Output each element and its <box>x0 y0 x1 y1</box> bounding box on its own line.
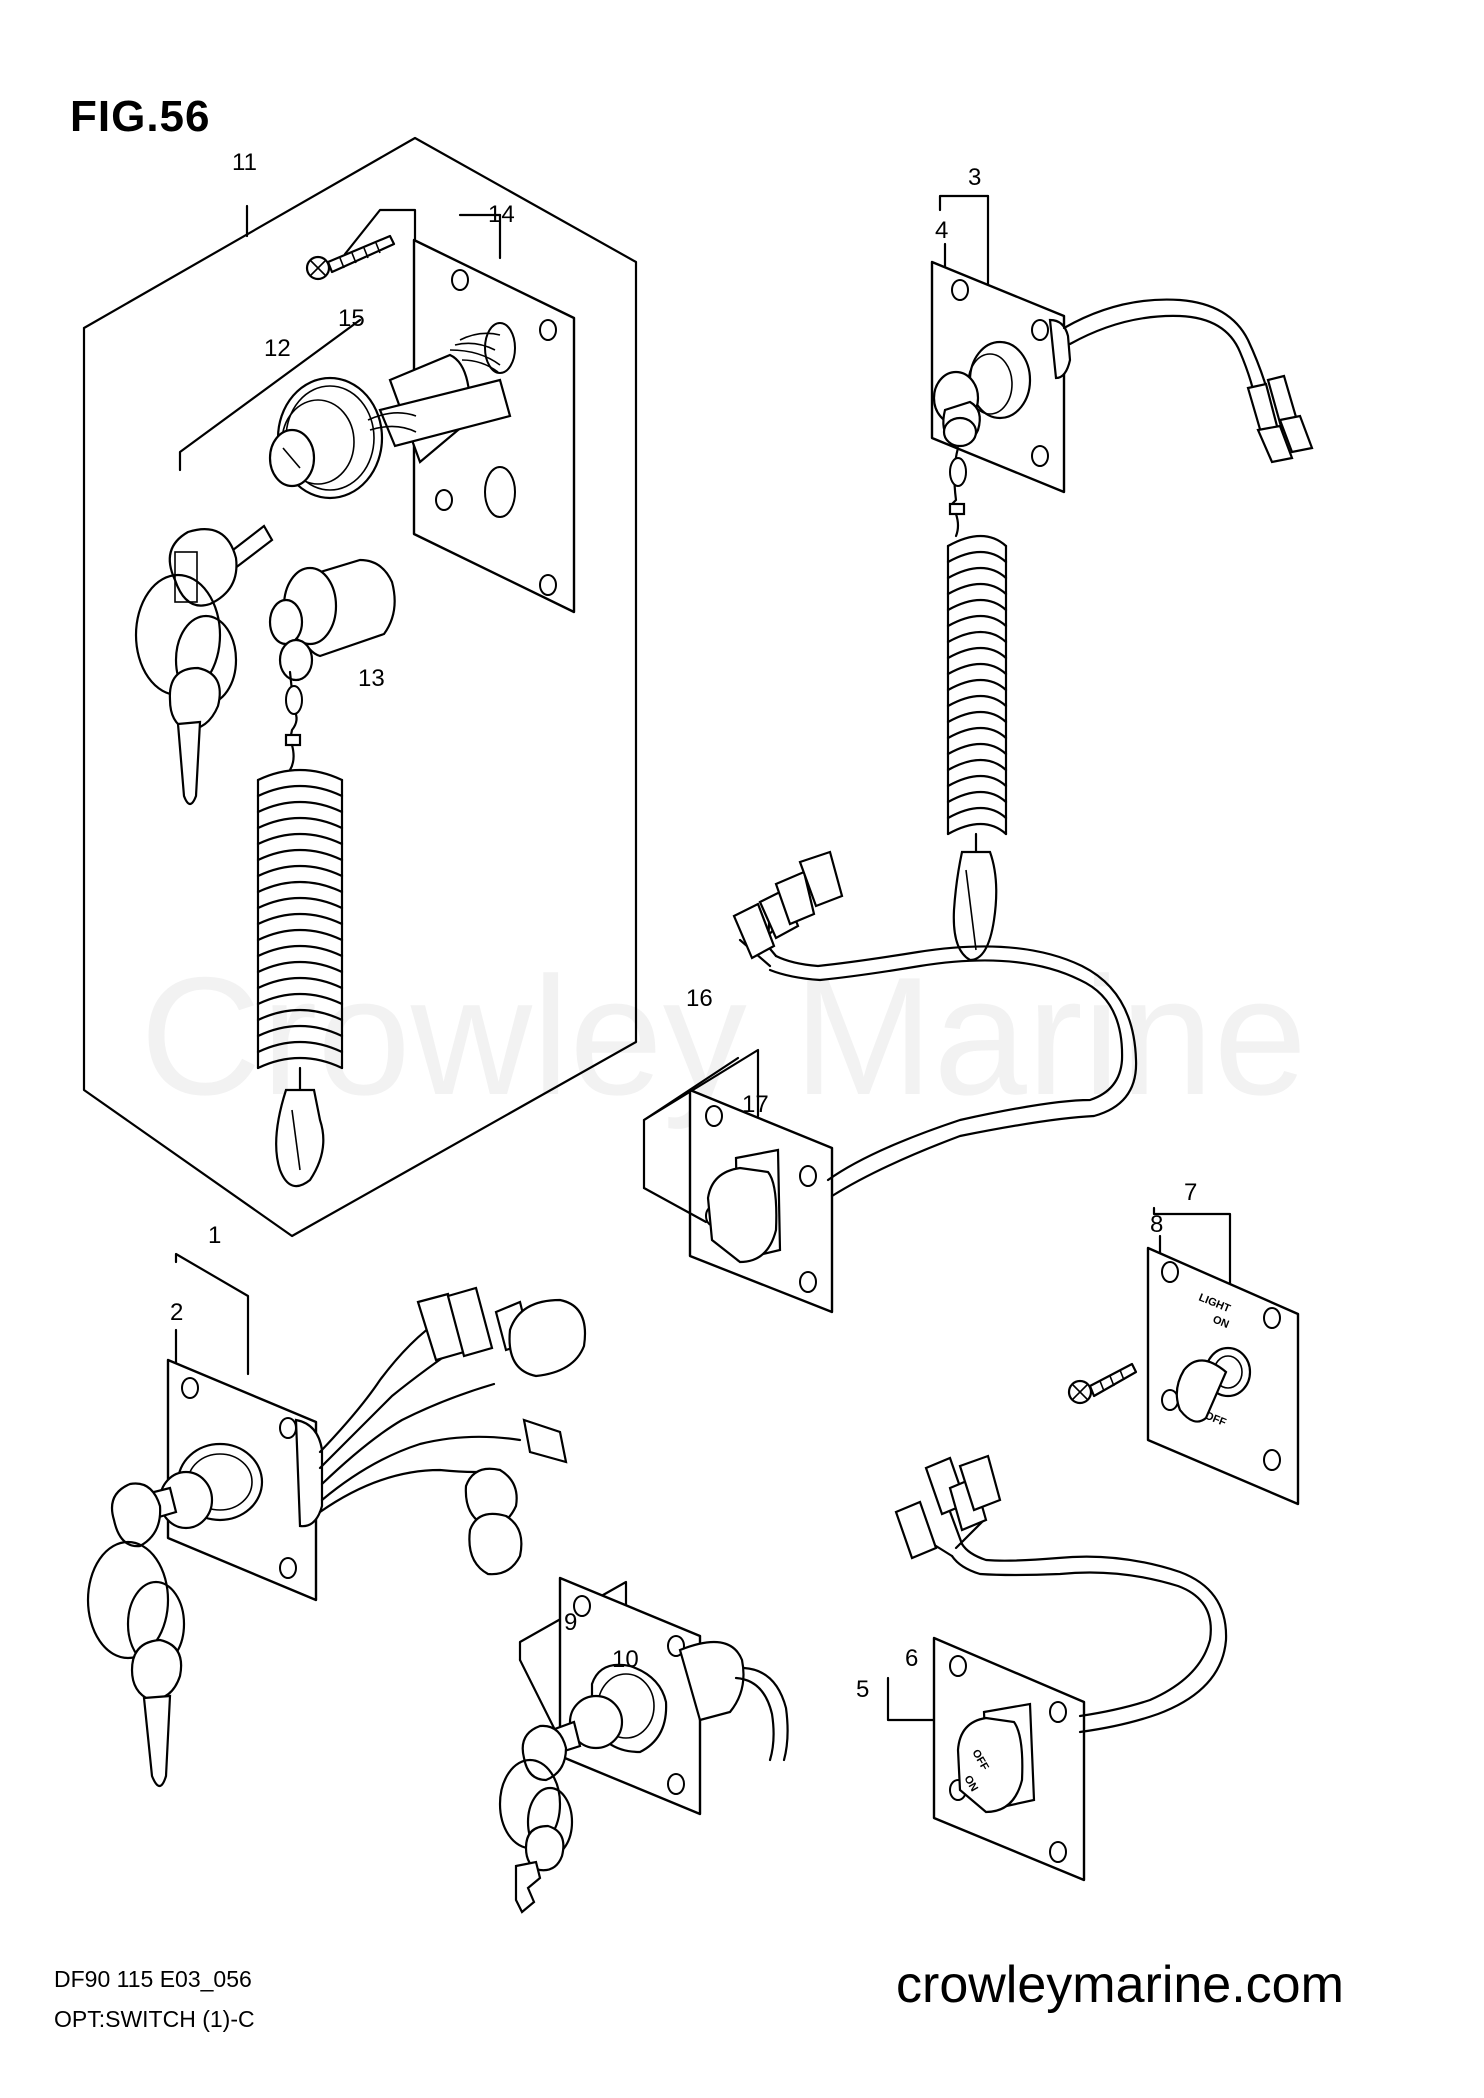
callout-1: 1 <box>208 1222 221 1249</box>
coiled-lanyard-4 <box>946 535 1008 836</box>
switch-assembly-5: OFF ON <box>886 1454 1228 1882</box>
callout-9: 9 <box>564 1609 577 1636</box>
watermark: Crowley Marine <box>140 942 1307 1130</box>
callout-4: 4 <box>935 217 948 244</box>
callout-11: 11 <box>232 149 257 176</box>
trim-switch-assembly-16 <box>642 850 1138 1314</box>
screw-8 <box>1067 1362 1138 1405</box>
panel-plate-14 <box>412 213 576 614</box>
callout-7: 7 <box>1184 1179 1197 1206</box>
on-label: ON <box>1211 1314 1231 1331</box>
key-switch-assembly-9 <box>498 1576 789 1914</box>
callout-13: 13 <box>358 665 385 692</box>
callout-17: 17 <box>742 1091 769 1118</box>
section-name: OPT:SWITCH (1)-C <box>54 2006 255 2032</box>
stop-switch-13 <box>256 378 512 1188</box>
callout-15: 15 <box>338 305 365 332</box>
callout-8: 8 <box>1150 1211 1163 1238</box>
main-switch-assembly-1 <box>86 1252 586 1788</box>
callout-5: 5 <box>856 1676 869 1703</box>
figure-title: FIG.56 <box>70 92 211 141</box>
website-link[interactable]: crowleymarine.com <box>896 1956 1344 2014</box>
model-code: DF90 115 E03_056 <box>54 1966 252 1992</box>
callout-16: 16 <box>686 985 713 1012</box>
stop-switch-assembly-3 <box>930 194 1314 962</box>
callout-3: 3 <box>968 164 981 191</box>
callout-6: 6 <box>905 1645 918 1672</box>
callout-10: 10 <box>612 1646 639 1673</box>
callout-2: 2 <box>170 1299 183 1326</box>
callout-14: 14 <box>488 201 515 228</box>
callout-labels: 1 2 3 4 5 6 7 8 9 10 11 12 13 14 15 16 1… <box>170 149 1197 1703</box>
callout-12: 12 <box>264 335 291 362</box>
coiled-lanyard-13 <box>256 768 344 1070</box>
kit-box-11 <box>82 136 638 1238</box>
light-switch-assembly-7: LIGHT ON OFF <box>1067 1206 1300 1506</box>
